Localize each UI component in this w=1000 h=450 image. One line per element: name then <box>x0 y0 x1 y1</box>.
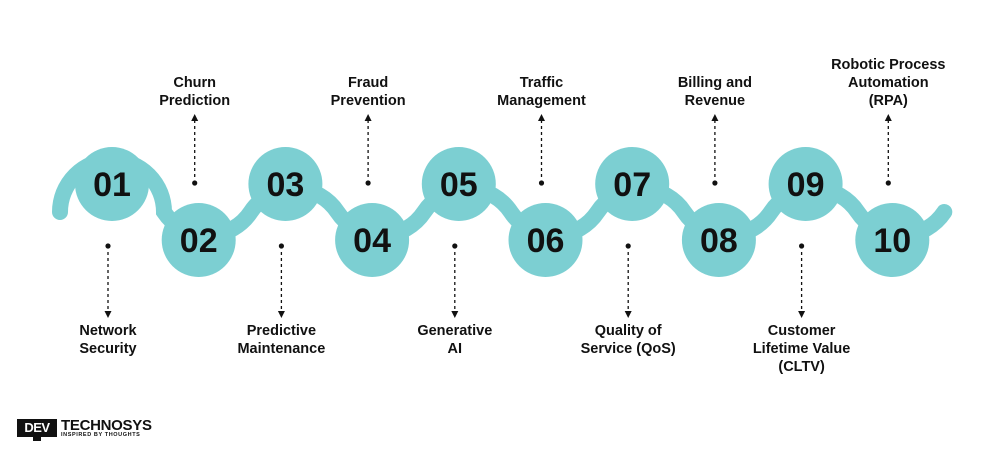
connector-arrow-06 <box>538 114 545 121</box>
step-label-06: Traffic Management <box>497 75 586 109</box>
step-label-10: Robotic Process Automation (RPA) <box>831 57 946 109</box>
step-circle-01 <box>75 147 149 221</box>
connector-dot-10 <box>885 180 891 186</box>
connector-dot-09 <box>799 243 805 249</box>
step-circle-10 <box>855 203 930 277</box>
connector-arrow-07 <box>624 311 632 318</box>
connector-dot-03 <box>278 243 284 249</box>
step-circle-06 <box>508 203 583 277</box>
connector-dot-02 <box>192 180 198 186</box>
connector-arrow-03 <box>277 311 285 318</box>
step-circle-08 <box>681 203 756 277</box>
step-label-05: Generative AI <box>417 323 493 357</box>
connector-arrow-08 <box>711 114 719 121</box>
step-label-08: Billing and Revenue <box>677 75 752 109</box>
connector-arrow-10 <box>884 114 892 121</box>
connector-dot-07 <box>625 243 631 249</box>
connector-arrow-04 <box>364 114 372 121</box>
step-circle-04 <box>335 203 410 277</box>
step-number-01: 01 <box>93 166 131 204</box>
connector-arrow-02 <box>191 114 199 121</box>
logo-monitor-stand <box>33 437 41 441</box>
step-circle-02 <box>161 203 236 277</box>
connector-dot-06 <box>538 180 545 186</box>
logo-wordmark: TECHNOSYS <box>61 417 152 434</box>
step-label-02: Churn Prediction <box>159 75 231 109</box>
connector-dot-01 <box>105 243 111 249</box>
step-label-07: Quality of Service (QoS) <box>580 323 676 357</box>
step-number-05: 05 <box>440 166 478 204</box>
step-number-08: 08 <box>700 222 738 260</box>
step-number-10: 10 <box>873 222 911 260</box>
logo-mark: DEV <box>17 419 57 437</box>
connector-arrow-05 <box>451 311 459 318</box>
step-label-03: Predictive Maintenance <box>237 323 326 357</box>
step-circle-07 <box>595 147 670 221</box>
connector-arrow-01 <box>104 311 112 318</box>
step-number-09: 09 <box>787 166 825 204</box>
step-circle-09 <box>768 147 843 221</box>
step-circle-05 <box>421 147 496 221</box>
connector-dot-05 <box>452 243 458 249</box>
step-number-06: 06 <box>527 222 565 260</box>
step-label-01: Network Security <box>79 323 137 357</box>
step-label-04: Fraud Prevention <box>330 75 406 109</box>
connector-dot-04 <box>365 180 371 186</box>
connector-dot-08 <box>712 180 718 186</box>
step-circle-03 <box>248 147 323 221</box>
connector-arrow-09 <box>798 311 806 318</box>
step-number-07: 07 <box>613 166 651 204</box>
step-number-02: 02 <box>180 222 218 260</box>
step-number-04: 04 <box>353 222 391 260</box>
step-label-09: Customer Lifetime Value (CLTV) <box>752 323 851 375</box>
step-number-03: 03 <box>266 166 304 204</box>
logo-tagline: INSPIRED BY THOUGHTS <box>61 432 141 438</box>
